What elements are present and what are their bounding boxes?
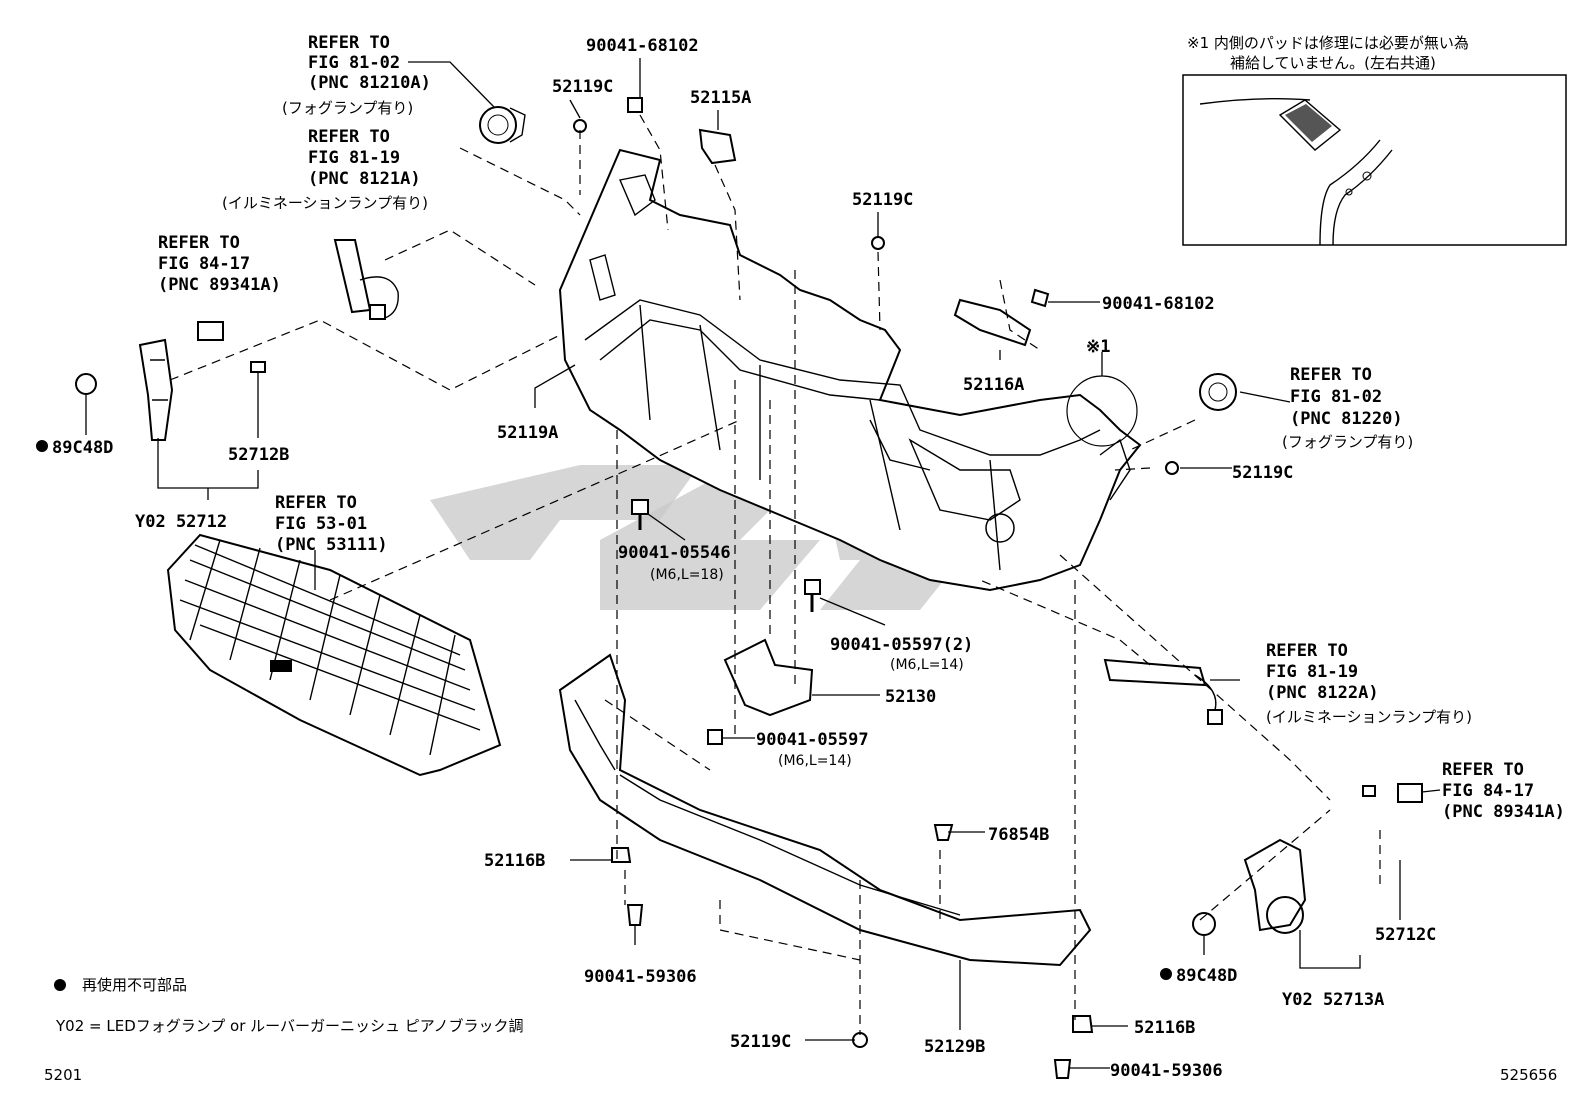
part-52116b-left: 52116B: [484, 851, 545, 871]
lower-spoiler: [558, 653, 1092, 967]
part-76854b: 76854B: [988, 825, 1049, 845]
ref-illum-left-pnc: (PNC 8121A): [308, 169, 421, 189]
ref-illum-left: REFER TO: [308, 127, 390, 147]
ref-fog-right: REFER TO: [1290, 365, 1372, 385]
part-90041-59306-left: 90041-59306: [584, 967, 697, 987]
ref-fog-left-fig: FIG 81-02: [308, 53, 400, 73]
ref-illum-left-fig: FIG 81-19: [308, 148, 400, 168]
ref-grille-pnc: (PNC 53111): [275, 535, 388, 555]
part-90041-05597: 90041-05597: [756, 730, 869, 750]
ref-fog-right-pnc: (PNC 81220): [1290, 409, 1403, 429]
part-90041-05546: 90041-05546: [618, 543, 731, 563]
part-89c48d-right: 89C48D: [1176, 966, 1237, 986]
ref-illum-right-pnc: (PNC 8122A): [1266, 683, 1379, 703]
legend-bullet-text: 再使用不可部品: [82, 976, 187, 994]
ref-sensor-right: REFER TO: [1442, 760, 1524, 780]
front-grille: [166, 533, 502, 777]
ref-fog-right-fig: FIG 81-02: [1290, 387, 1382, 407]
ref-sensor-right-pnc: (PNC 89341A): [1442, 802, 1565, 822]
part-y02-52713a: Y02 52713A: [1282, 990, 1384, 1010]
bumper-upper-assembly: [558, 148, 1142, 592]
part-52712c: 52712C: [1375, 925, 1436, 945]
ref-sensor-right-fig: FIG 84-17: [1442, 781, 1534, 801]
note-mark: ※1: [1086, 337, 1110, 357]
part-52119c-center: 52119C: [852, 190, 913, 210]
legend-y02-text: Y02 = LEDフォグランプ or ルーバーガーニッシュ ピアノブラック調: [55, 1017, 523, 1035]
ref-sensor-left-pnc: (PNC 89341A): [158, 275, 281, 295]
part-52119c-bottom: 52119C: [730, 1032, 791, 1052]
footer-right-code: 525656: [1500, 1066, 1557, 1084]
ref-fog-right-note: (フォグランプ有り): [1282, 433, 1413, 451]
ref-sensor-left: REFER TO: [158, 233, 240, 253]
part-52129b: 52129B: [924, 1037, 985, 1057]
ref-illum-left-note: (イルミネーションランプ有り): [222, 194, 428, 212]
part-y02-52712: Y02 52712: [135, 512, 227, 532]
note-line-2: 補給していません。(左右共通): [1230, 54, 1436, 72]
part-52119a: 52119A: [497, 423, 558, 443]
part-90041-59306-right: 90041-59306: [1110, 1061, 1223, 1081]
part-90041-05597-2: 90041-05597(2): [830, 635, 973, 655]
part-52712b: 52712B: [228, 445, 289, 465]
ref-fog-left-note: (フォグランプ有り): [282, 99, 413, 117]
ref-illum-right-fig: FIG 81-19: [1266, 662, 1358, 682]
ref-grille-fig: FIG 53-01: [275, 514, 367, 534]
part-89c48d-left: 89C48D: [52, 438, 113, 458]
ref-fog-left: REFER TO: [308, 33, 390, 53]
callout-labels: REFER TO FIG 81-02 (PNC 81210A) (フォグランプ有…: [44, 33, 1565, 1084]
part-90041-05597-spec: (M6,L=14): [778, 753, 852, 769]
part-90041-68102-right: 90041-68102: [1102, 294, 1215, 314]
inset-detail-box: [1182, 74, 1567, 246]
leader-lines: [85, 58, 1441, 1069]
footer-left-code: 5201: [44, 1066, 82, 1084]
part-90041-05597-2-spec: (M6,L=14): [890, 657, 964, 673]
ref-sensor-left-fig: FIG 84-17: [158, 254, 250, 274]
part-52116b-right: 52116B: [1134, 1018, 1195, 1038]
ref-grille: REFER TO: [275, 493, 357, 513]
part-90041-68102-top: 90041-68102: [586, 36, 699, 56]
small-parts: [36, 97, 1423, 1079]
part-52115a: 52115A: [690, 88, 751, 108]
part-52119c-topleft: 52119C: [552, 77, 613, 97]
part-52116a: 52116A: [963, 375, 1024, 395]
part-90041-05546-spec: (M6,L=18): [650, 567, 724, 583]
ref-illum-right-note: (イルミネーションランプ有り): [1266, 708, 1472, 726]
ref-illum-right: REFER TO: [1266, 641, 1348, 661]
ref-fog-left-pnc: (PNC 81210A): [308, 73, 431, 93]
part-52130: 52130: [885, 687, 936, 707]
assembly-dashed-lines: [169, 114, 1381, 1035]
note-line-1: ※1 内側のパッドは修理には必要が無い為: [1187, 34, 1469, 52]
part-52119c-right: 52119C: [1232, 463, 1293, 483]
